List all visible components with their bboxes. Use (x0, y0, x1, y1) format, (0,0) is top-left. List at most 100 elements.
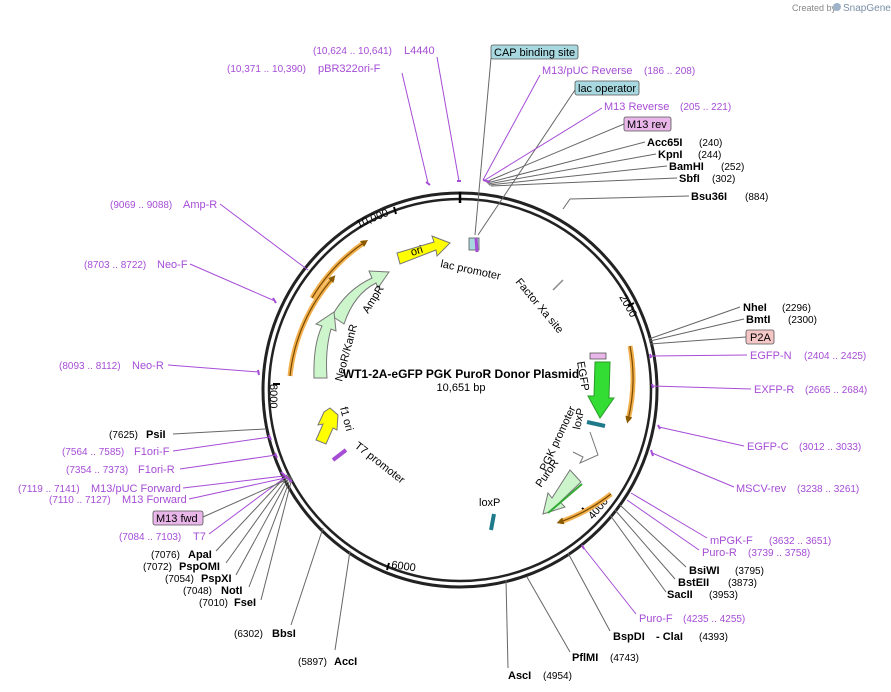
tick-label-10000: 10,000 (355, 207, 391, 231)
exfp-r-leader (652, 385, 752, 390)
m13puc-fwd-label[interactable]: M13/pUC Forward (91, 483, 181, 495)
pbr322-pos: (10,371 .. 10,390) (227, 64, 306, 75)
tick-6000 (386, 562, 390, 571)
p2a-mark (589, 352, 607, 360)
p2a-box[interactable] (745, 329, 775, 345)
primer-mark-pbr322 (425, 181, 431, 186)
lac-operator-mark (468, 237, 480, 251)
puror-arrow-edge (547, 483, 583, 514)
m13puc-fwd-pos: (7119 .. 7141) (18, 484, 80, 495)
neo-f-label[interactable]: Neo-F (157, 259, 188, 271)
sbfi-label[interactable]: SbfI (679, 173, 700, 185)
psii-label[interactable]: PsiI (146, 429, 166, 441)
egfp-n-label[interactable]: EGFP-N (750, 350, 792, 362)
bamhi-leader (488, 165, 668, 186)
f1ori-f-leader (172, 436, 271, 452)
mpgk-f-leader (630, 492, 708, 539)
m13fwd-box[interactable] (152, 510, 204, 526)
kpni-label[interactable]: KpnI (658, 149, 682, 161)
bsu36i-pos: (884) (745, 192, 768, 203)
m13rev-box-label: M13 rev (627, 119, 667, 131)
puro-f-label[interactable]: Puro-F (639, 613, 673, 625)
apai-label[interactable]: ApaI (188, 549, 212, 561)
fsei-pos: (7010) (199, 598, 228, 609)
bamhi-label[interactable]: BamHI (669, 161, 704, 173)
asci-leader (505, 579, 509, 669)
puro-r-label[interactable]: Puro-R (702, 547, 737, 559)
pspxi-leader (235, 475, 291, 576)
m13puc-rev-label[interactable]: M13/pUC Reverse (542, 65, 632, 77)
sbfi-leader (490, 177, 678, 187)
l4440-label[interactable]: L4440 (404, 45, 435, 57)
fsei-leader (260, 477, 293, 601)
bmti-label[interactable]: BmtI (746, 314, 770, 326)
pspomi-label[interactable]: PspOMI (179, 561, 220, 573)
asci-label[interactable]: AscI (508, 670, 531, 682)
f1ori-label: f1 ori (337, 406, 355, 433)
loxp-mark-1 (586, 420, 606, 428)
exfp-r-pos: (2665 .. 2684) (805, 385, 867, 396)
pflmi-label[interactable]: PflMI (572, 652, 598, 664)
bsu36i-label[interactable]: Bsu36I (691, 191, 727, 203)
bsu36i-tick (562, 198, 571, 210)
created-by-label: Created by (792, 3, 837, 13)
bbsi-label[interactable]: BbsI (272, 628, 296, 640)
primer-mark-puro-f (581, 544, 585, 550)
snapgene-brand: SnapGene (843, 3, 891, 14)
egfp-c-label[interactable]: EGFP-C (747, 441, 789, 453)
bsiwi-label[interactable]: BsiWI (689, 565, 720, 577)
nhei-label[interactable]: NheI (743, 302, 767, 314)
pgk-promoter-arrow (572, 431, 599, 465)
noti-label[interactable]: NotI (221, 585, 242, 597)
primer-mark-egfp-c (657, 424, 661, 430)
mpgk-f-label[interactable]: mPGK-F (710, 535, 753, 547)
bspdi-label[interactable]: BspDI (613, 631, 645, 643)
bsteii-leader (614, 509, 676, 580)
acci-label[interactable]: AccI (334, 656, 357, 668)
m13-rev-pos: (205 .. 221) (680, 102, 731, 113)
pspxi-pos: (7054) (165, 574, 194, 585)
m13fwd-box-label: M13 fwd (156, 513, 198, 525)
exfp-r-label[interactable]: EXFP-R (754, 384, 794, 396)
lac-mark-primer (474, 237, 479, 253)
neo-f-leader (189, 263, 276, 302)
m13-fwd-leader (188, 477, 286, 500)
neo-r-label[interactable]: Neo-R (132, 360, 164, 372)
f1ori-r-pos: (7354 .. 7373) (66, 465, 128, 476)
lac-operator-box[interactable] (574, 80, 640, 96)
pbr322-label[interactable]: pBR322ori-F (318, 63, 381, 75)
clai-label[interactable]: - ClaI (656, 631, 683, 643)
acci-pos: (5897) (298, 657, 327, 668)
egfp-label: EGFP (574, 360, 591, 392)
bsiwi-pos: (3795) (735, 566, 764, 577)
bmti-pos: (2300) (788, 315, 817, 326)
bsu36i-leader (569, 195, 690, 200)
bbsi-leader (290, 527, 324, 626)
t7-label[interactable]: T7 (193, 531, 206, 543)
tick-label-6000: 6000 (391, 559, 417, 574)
orf-arc-ampr-line (311, 239, 368, 299)
m13-rev-label[interactable]: M13 Reverse (604, 101, 669, 113)
t7-promoter-label: T7 promoter (352, 440, 407, 487)
nhei-leader (648, 306, 741, 340)
f1ori-f-label[interactable]: F1ori-F (134, 446, 170, 458)
mscv-rev-label[interactable]: MSCV-rev (736, 483, 787, 495)
m13-fwd-label[interactable]: M13 Forward (122, 494, 187, 506)
m13rev-box[interactable] (623, 116, 672, 132)
sacii-label[interactable]: SacII (667, 589, 693, 601)
egfp-n-pos: (2404 .. 2425) (804, 351, 866, 362)
tick-label-2000: 2000 (616, 293, 639, 320)
fsei-label[interactable]: FseI (234, 597, 256, 609)
f1ori-r-label[interactable]: F1ori-R (138, 464, 175, 476)
tick-10000 (393, 206, 397, 215)
cap-binding-box[interactable] (490, 44, 579, 60)
loxp-mark-2 (489, 513, 496, 531)
bsteii-label[interactable]: BstEII (678, 577, 709, 589)
acc65i-leader (486, 141, 646, 184)
acc65i-label[interactable]: Acc65I (647, 137, 682, 149)
pbr322-leader (401, 72, 429, 184)
loxp-label-1: loxP (571, 407, 587, 430)
pspxi-label[interactable]: PspXI (201, 573, 232, 585)
amp-r-label[interactable]: Amp-R (183, 199, 217, 211)
puror-arrow (542, 469, 582, 515)
